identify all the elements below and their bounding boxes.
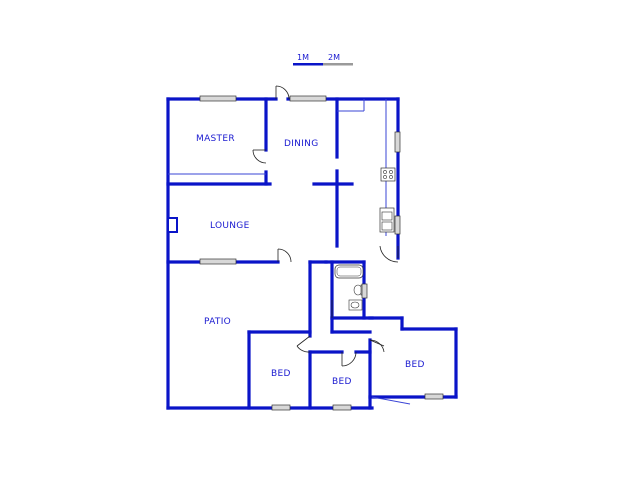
scale-label-2m: 2M: [328, 53, 340, 62]
room-label-dining: DINING: [284, 139, 318, 149]
window-master: [199, 95, 237, 102]
room-label-patio: PATIO: [204, 317, 231, 327]
fixtures: [167, 99, 411, 405]
doors: [252, 85, 399, 367]
stove-icon: [380, 167, 396, 182]
room-label-master: MASTER: [196, 134, 235, 144]
windows: [199, 95, 444, 411]
room-label-bed-2: BED: [332, 377, 352, 387]
window-bed-1: [271, 404, 291, 411]
window-kitchen-1: [394, 131, 401, 153]
scale-segment-2: [323, 63, 353, 66]
window-kitchen-2: [394, 215, 401, 235]
window-bed-3: [424, 393, 444, 400]
room-label-bed-1: BED: [271, 369, 291, 379]
bathtub-icon: [334, 264, 364, 279]
window-dining: [289, 95, 327, 102]
scale-label-1m: 1M: [297, 53, 309, 62]
room-label-lounge: LOUNGE: [210, 221, 250, 231]
scale-bar: 1M 2M: [293, 53, 353, 66]
window-lounge: [199, 258, 237, 265]
room-labels: MASTER DINING LOUNGE PATIO BED BED BED: [196, 134, 425, 387]
basin-icon: [348, 299, 363, 311]
fireplace-icon: [167, 217, 178, 233]
window-bathroom: [361, 283, 368, 299]
window-bed-2: [332, 404, 352, 411]
scale-segment-1: [293, 63, 323, 66]
walls: [166, 97, 458, 410]
room-label-bed-3: BED: [405, 360, 425, 370]
